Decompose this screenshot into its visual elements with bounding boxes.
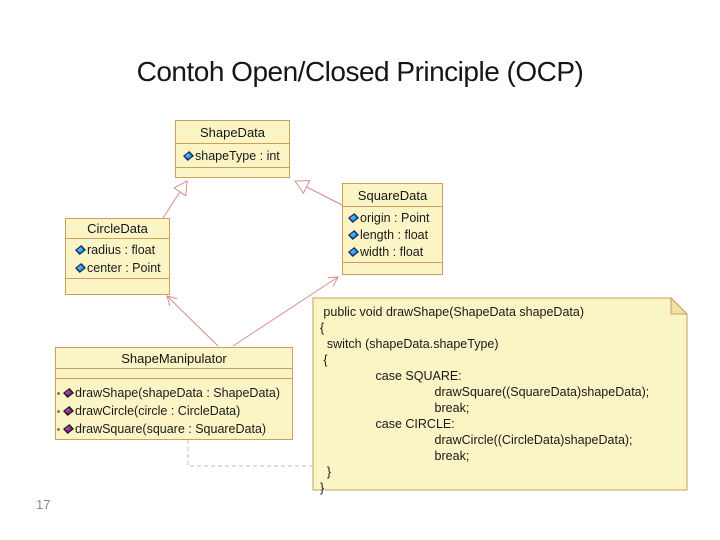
class-method: drawCircle(circle : CircleData) (75, 404, 241, 418)
method-diamond-icon (62, 388, 75, 398)
class-name: ShapeData (199, 124, 266, 140)
empty-attributes-compartment (56, 368, 292, 378)
class-attribute: radius : float (87, 243, 156, 257)
code-note-shape (312, 297, 688, 491)
bullet-dot-icon (57, 391, 60, 395)
class-name: ShapeManipulator (121, 350, 227, 366)
bullet-dot-icon (57, 427, 60, 431)
class-name: CircleData (87, 221, 148, 236)
class-attribute: length : float (360, 227, 429, 242)
generalization-arrow-circledata (162, 180, 188, 219)
uml-class-shapemanipulator: ShapeManipulator drawShape(shapeData : S… (55, 347, 293, 440)
uml-class-shapedata: ShapeData shapeType : int (175, 120, 290, 178)
generalization-arrow-squaredata (294, 180, 343, 206)
class-attribute: origin : Point (360, 210, 430, 225)
class-name: SquareData (357, 187, 428, 203)
empty-methods-compartment (176, 167, 289, 178)
attribute-diamond-icon (74, 263, 87, 273)
slide-title: Contoh Open/Closed Principle (OCP) (136, 56, 584, 87)
note-fold-icon (670, 296, 689, 315)
note-anchor-line (187, 440, 312, 467)
class-method: drawShape(shapeData : ShapeData) (75, 386, 280, 400)
association-arrow-squaredata (232, 276, 339, 347)
empty-methods-compartment (343, 262, 442, 275)
attribute-diamond-icon (347, 213, 360, 223)
attribute-diamond-icon (74, 245, 87, 255)
class-attribute: shapeType : int (195, 148, 280, 163)
empty-methods-compartment (66, 278, 169, 295)
association-arrow-circledata (166, 295, 219, 347)
class-method: drawSquare(square : SquareData) (75, 422, 267, 436)
class-attribute: width : float (360, 244, 424, 259)
uml-class-circledata: CircleData radius : float center : Point (65, 218, 170, 295)
attribute-diamond-icon (347, 247, 360, 257)
attribute-diamond-icon (182, 151, 195, 161)
bullet-dot-icon (57, 409, 60, 413)
method-diamond-icon (62, 424, 75, 434)
attribute-diamond-icon (347, 230, 360, 240)
uml-class-squaredata: SquareData origin : Point length : float… (342, 183, 443, 275)
method-diamond-icon (62, 406, 75, 416)
class-attribute: center : Point (87, 261, 161, 275)
code-note-text: public void drawShape(ShapeData shapeDat… (319, 305, 650, 495)
page-number: 17 (36, 497, 51, 512)
